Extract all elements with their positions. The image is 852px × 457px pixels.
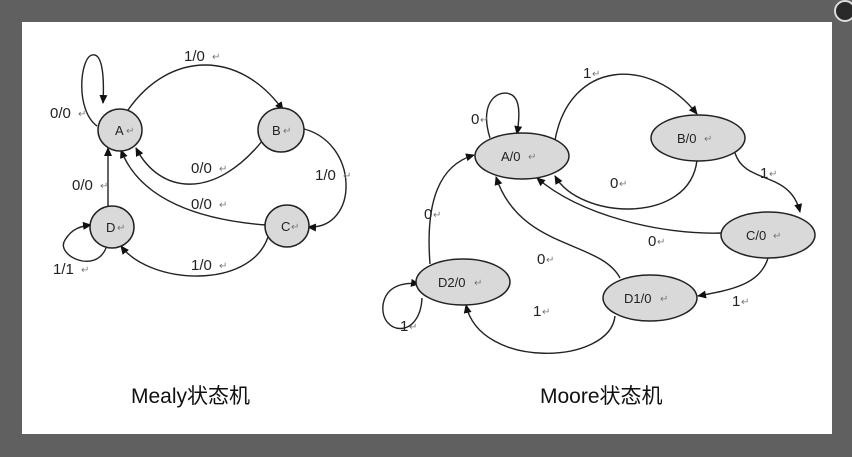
moore-state-a: A/0 ↵ [474,132,570,180]
mealy-edge-c-to-a [120,149,267,226]
mealy-label-a-to-b: 1/0 [184,48,205,65]
moore-edge-a-self [485,92,523,139]
return-mark: ↵ [343,171,351,182]
return-mark: ↵ [219,200,227,211]
moore-state-d1-label: D1/0 [624,291,651,306]
moore-edge-b-to-c [734,152,803,213]
return-mark: ↵ [660,294,668,305]
moore-label-c-to-d1: 1 [732,293,740,310]
mealy-caption: Mealy状态机 [131,385,250,408]
moore-label-b-to-a: 0 [610,175,618,192]
moore-edge-c-to-d1 [697,257,769,299]
moore-label-a-to-b: 1 [583,65,591,82]
mealy-label-b-to-a: 0/0 [191,160,212,177]
mealy-label-b-to-c: 1/0 [315,167,336,184]
mealy-diagram: A ↵ B ↵ C ↵ D ↵ 0/0 ↵ 1/0 ↵ 0/0 ↵ 1/0 ↵ … [50,48,351,408]
mealy-edge-b-to-a [135,139,264,185]
moore-label-d2-self: 1 [400,318,408,335]
return-mark: ↵ [126,126,134,137]
diagram-panel [22,22,832,434]
return-mark: ↵ [219,261,227,272]
mealy-state-d: D ↵ [89,205,135,249]
mealy-state-c: C ↵ [264,204,310,248]
return-mark: ↵ [528,152,536,163]
moore-state-c: C/0 ↵ [720,211,816,259]
moore-state-a-label: A/0 [501,149,521,164]
moore-state-c-label: C/0 [746,228,766,243]
moore-label-d1-to-d2: 1 [533,303,541,320]
mealy-state-b: B ↵ [257,107,305,153]
return-mark: ↵ [81,265,89,276]
moore-state-d2: D2/0 ↵ [415,258,511,306]
moore-diagram: A/0 ↵ B/0 ↵ C/0 ↵ D1/0 ↵ D2/0 ↵ 0 ↵ 1 ↵ … [382,65,816,408]
mealy-label-a-self: 0/0 [50,105,71,122]
mealy-state-c-label: C [281,219,290,234]
moore-edge-d1-to-d2 [463,304,616,354]
mealy-state-d-label: D [106,220,115,235]
return-mark: ↵ [433,210,441,221]
moore-state-b-label: B/0 [677,131,697,146]
return-mark: ↵ [283,126,291,137]
mealy-edge-c-to-d [120,236,269,277]
mealy-state-a: A ↵ [97,108,143,152]
return-mark: ↵ [474,278,482,289]
return-mark: ↵ [546,255,554,266]
mealy-state-b-label: B [272,123,281,138]
moore-edge-c-to-a [536,177,723,234]
return-mark: ↵ [100,181,108,192]
return-mark: ↵ [219,164,227,175]
moore-edge-d1-to-a [494,176,621,279]
mealy-label-c-to-d: 1/0 [191,257,212,274]
mealy-edge-d-self [62,221,107,262]
return-mark: ↵ [657,237,665,248]
return-mark: ↵ [619,179,627,190]
moore-state-b: B/0 ↵ [650,114,746,162]
moore-state-d1: D1/0 ↵ [602,274,698,322]
moore-label-c-to-a: 0 [648,233,656,250]
return-mark: ↵ [212,52,220,63]
moore-label-d1-to-a: 0 [537,251,545,268]
mealy-label-d-self: 1/1 [53,261,74,278]
moore-edge-a-to-b [554,73,698,141]
mealy-edge-a-to-b [127,64,284,111]
return-mark: ↵ [117,223,125,234]
return-mark: ↵ [773,231,781,242]
moore-label-a-self: 0 [471,111,479,128]
return-mark: ↵ [78,109,86,120]
moore-edge-d2-to-a [428,153,475,265]
moore-caption: Moore状态机 [540,385,663,408]
return-mark: ↵ [480,115,488,126]
mealy-label-d-to-a: 0/0 [72,177,93,194]
moore-edge-b-to-a [554,159,698,210]
return-mark: ↵ [291,222,299,233]
moore-state-d2-label: D2/0 [438,275,465,290]
moore-label-d2-to-a: 0 [424,206,432,223]
close-icon[interactable] [834,0,852,22]
moore-label-b-to-c: 1 [760,165,768,182]
mealy-edge-a-self [81,54,108,127]
return-mark: ↵ [592,69,600,80]
return-mark: ↵ [542,307,550,318]
mealy-state-a-label: A [115,123,124,138]
mealy-label-c-to-a: 0/0 [191,196,212,213]
return-mark: ↵ [704,134,712,145]
return-mark: ↵ [409,322,417,333]
return-mark: ↵ [741,297,749,308]
mealy-edge-b-to-c [299,127,347,232]
return-mark: ↵ [769,169,777,180]
moore-edge-d2-self [382,278,423,330]
